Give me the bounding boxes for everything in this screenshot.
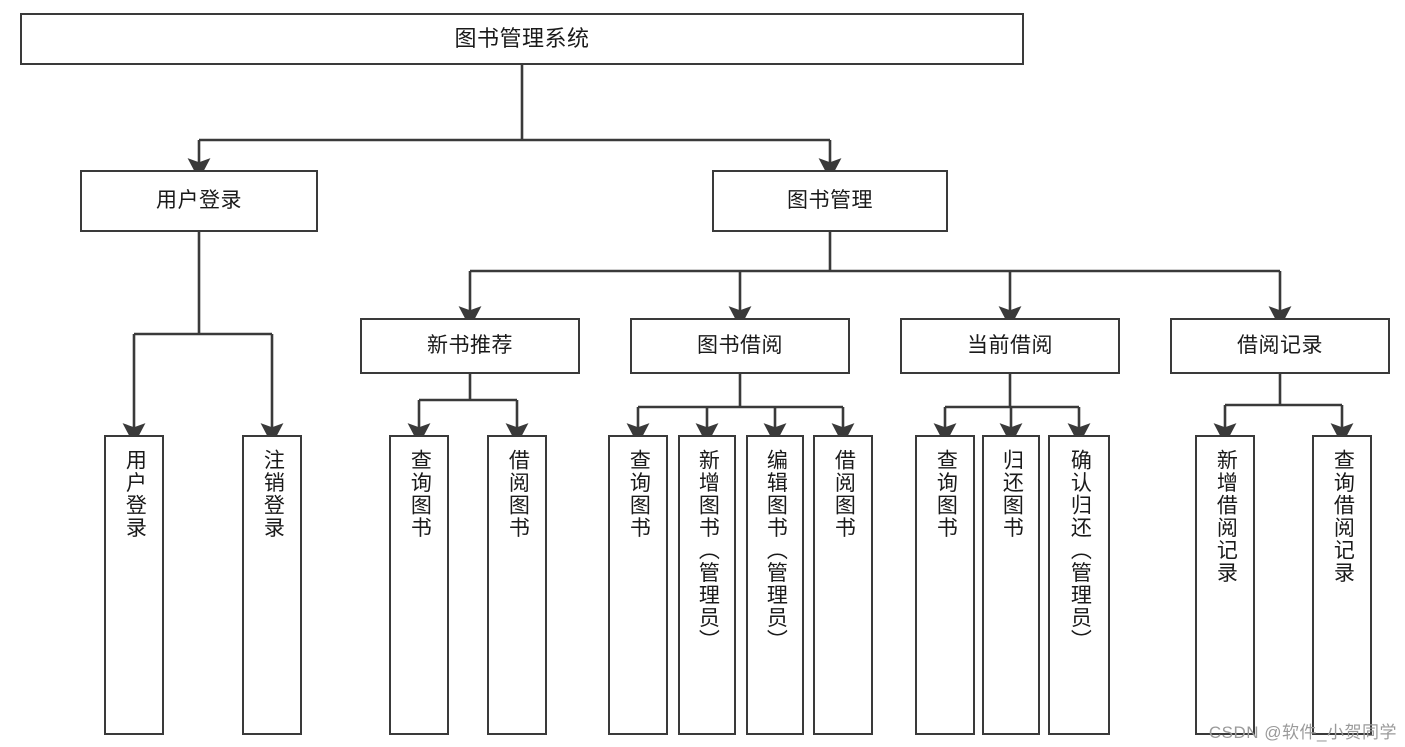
node-label: 归还图书 [1000, 449, 1024, 539]
node-n-book-borrow[interactable]: 图书借阅 [630, 318, 850, 374]
node-l-query-book-3[interactable]: 查询图书 [915, 435, 975, 735]
node-label: 借阅图书 [506, 449, 530, 539]
node-label: 编辑图书（管理员） [764, 449, 788, 652]
node-label: 查询图书 [627, 449, 651, 539]
node-label: 确认归还（管理员） [1068, 449, 1092, 652]
node-l-query-book-1[interactable]: 查询图书 [389, 435, 449, 735]
node-l-return-book[interactable]: 归还图书 [982, 435, 1040, 735]
watermark-label: CSDN @软件_小贺同学 [1208, 723, 1397, 742]
node-label: 查询借阅记录 [1331, 449, 1355, 584]
node-label: 借阅图书 [832, 449, 856, 539]
node-n-borrow-record[interactable]: 借阅记录 [1170, 318, 1390, 374]
node-label: 查询图书 [408, 449, 432, 539]
node-label: 注销登录 [261, 449, 285, 539]
node-n-user-login[interactable]: 用户登录 [80, 170, 318, 232]
node-label: 用户登录 [156, 189, 242, 213]
node-l-query-borrow-record[interactable]: 查询借阅记录 [1312, 435, 1372, 735]
node-l-logout-login[interactable]: 注销登录 [242, 435, 302, 735]
node-n-new-book-rec[interactable]: 新书推荐 [360, 318, 580, 374]
node-label: 用户登录 [123, 449, 147, 539]
node-label: 图书管理 [787, 189, 873, 213]
node-l-add-borrow-record[interactable]: 新增借阅记录 [1195, 435, 1255, 735]
node-n-current-borrow[interactable]: 当前借阅 [900, 318, 1120, 374]
node-label: 新增借阅记录 [1214, 449, 1238, 584]
node-l-user-login[interactable]: 用户登录 [104, 435, 164, 735]
node-label: 新增图书（管理员） [696, 449, 720, 652]
node-root[interactable]: 图书管理系统 [20, 13, 1024, 65]
node-label: 图书借阅 [697, 334, 783, 358]
node-label: 当前借阅 [967, 334, 1053, 358]
node-l-borrow-book-2[interactable]: 借阅图书 [813, 435, 873, 735]
edges-group [122, 65, 1354, 445]
node-label: 新书推荐 [427, 334, 513, 358]
node-l-edit-book-admin[interactable]: 编辑图书（管理员） [746, 435, 804, 735]
node-label: 图书管理系统 [454, 25, 590, 51]
node-l-confirm-return-admin[interactable]: 确认归还（管理员） [1048, 435, 1110, 735]
node-l-borrow-book-1[interactable]: 借阅图书 [487, 435, 547, 735]
node-n-book-manage[interactable]: 图书管理 [712, 170, 948, 232]
node-label: 查询图书 [934, 449, 958, 539]
node-l-query-book-2[interactable]: 查询图书 [608, 435, 668, 735]
node-label: 借阅记录 [1237, 334, 1323, 358]
node-l-add-book-admin[interactable]: 新增图书（管理员） [678, 435, 736, 735]
